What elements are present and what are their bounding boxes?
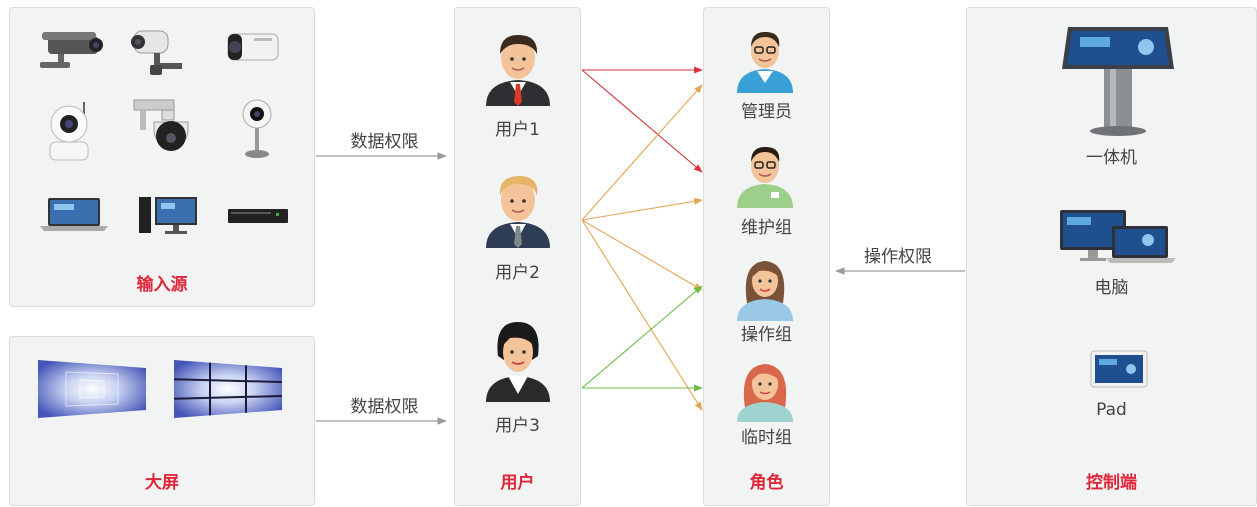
user1-avatar-icon xyxy=(482,30,554,106)
user2-to-operator-link xyxy=(581,219,703,291)
maintenance-avatar-icon xyxy=(735,140,795,208)
user2-avatar-icon xyxy=(482,172,554,248)
control-title: 控制端 xyxy=(1086,473,1137,493)
admin-avatar-icon xyxy=(735,25,795,93)
user2-to-temporary-link xyxy=(581,219,703,411)
user1-label: 用户1 xyxy=(495,120,540,140)
user1-to-maintenance-link xyxy=(581,69,703,173)
big-screen-title: 大屏 xyxy=(145,473,179,493)
home-camera-icon xyxy=(240,96,274,160)
dome-camera-icon xyxy=(132,94,198,158)
user3-avatar-icon xyxy=(482,316,554,402)
users-title: 用户 xyxy=(500,473,535,493)
user2-to-maintenance-link xyxy=(581,197,703,221)
pc-terminal-icon xyxy=(1058,208,1180,264)
user2-label: 用户2 xyxy=(495,263,540,283)
user3-to-operator-link xyxy=(581,285,703,389)
laptop-icon xyxy=(40,196,108,232)
input-data-permission-label: 数据权限 xyxy=(350,132,419,152)
temporary-role-label: 临时组 xyxy=(741,428,792,448)
rack-server-icon xyxy=(226,206,290,226)
operator-role-label: 操作组 xyxy=(741,325,792,345)
kiosk-terminal-icon xyxy=(1058,25,1178,137)
user2-to-admin-link xyxy=(581,84,703,221)
roles-title: 角色 xyxy=(749,473,784,493)
maintenance-role-label: 维护组 xyxy=(741,218,792,238)
operator-avatar-icon xyxy=(735,253,795,321)
admin-role-label: 管理员 xyxy=(741,102,792,122)
kiosk-label: 一体机 xyxy=(1086,148,1137,168)
input-source-title: 输入源 xyxy=(136,275,188,295)
screen-data-permission-label: 数据权限 xyxy=(350,397,419,417)
user3-label: 用户3 xyxy=(495,416,540,436)
box-camera-icon xyxy=(224,30,282,66)
pad-label: Pad xyxy=(1096,400,1127,420)
bullet-camera-icon xyxy=(34,28,104,74)
wifi-camera-icon xyxy=(42,100,96,162)
video-wall-grid-icon xyxy=(172,358,284,420)
temporary-avatar-icon xyxy=(735,358,795,422)
pad-terminal-icon xyxy=(1089,349,1149,389)
video-wall-single-icon xyxy=(36,358,148,420)
desktop-pc-icon xyxy=(137,195,199,237)
operation-permission-label: 操作权限 xyxy=(864,247,932,267)
pc-label: 电脑 xyxy=(1094,278,1129,298)
ptz-camera-icon xyxy=(128,27,188,77)
